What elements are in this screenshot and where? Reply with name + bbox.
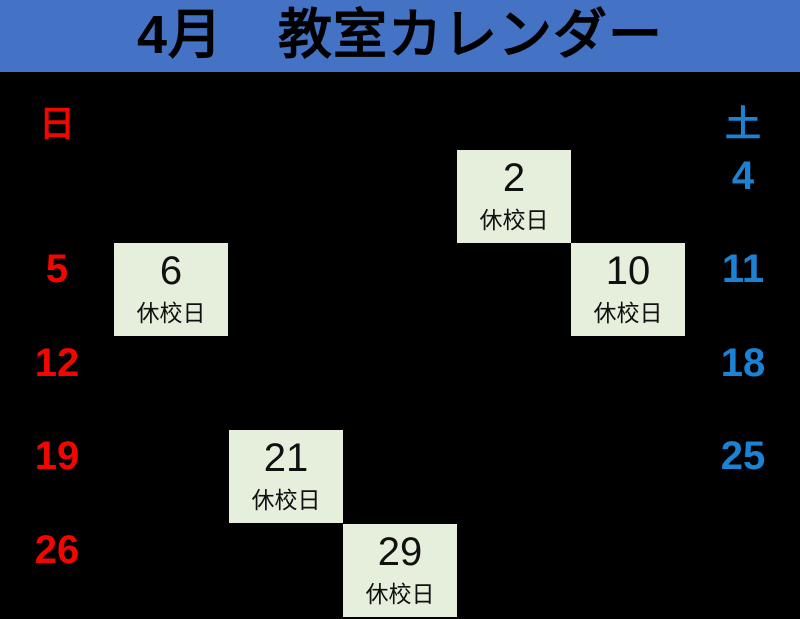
cell-date: 10 [605,249,651,293]
weekday-header-sunday: 日 [38,103,75,144]
saturday-date-4: 4 [731,154,755,198]
closed-day-label: 休校日 [251,487,321,513]
sunday-date-19: 19 [34,434,80,478]
saturday-date-18: 18 [720,341,766,385]
closed-day-cell-29: 29 休校日 [343,524,457,617]
cell-date: 2 [502,156,526,200]
sunday-date-26: 26 [34,528,80,572]
closed-day-cell-10: 10 休校日 [571,243,685,336]
cell-date: 6 [159,249,183,293]
closed-day-label: 休校日 [593,300,663,326]
weekday-header-saturday: 土 [724,103,761,144]
sunday-date-5: 5 [45,247,69,291]
cell-date: 29 [377,530,423,574]
saturday-date-11: 11 [721,247,765,291]
closed-day-cell-6: 6 休校日 [114,243,228,336]
sunday-date-12: 12 [34,341,80,385]
closed-day-label: 休校日 [479,207,549,233]
closed-day-label: 休校日 [136,300,206,326]
calendar-title-bar: 4月 教室カレンダー [0,0,800,72]
closed-day-cell-2: 2 休校日 [457,150,571,243]
closed-day-label: 休校日 [365,581,435,607]
page-title: 4月 教室カレンダー [136,5,664,65]
closed-day-cell-21: 21 休校日 [229,430,343,523]
saturday-date-25: 25 [720,434,766,478]
cell-date: 21 [263,436,309,480]
